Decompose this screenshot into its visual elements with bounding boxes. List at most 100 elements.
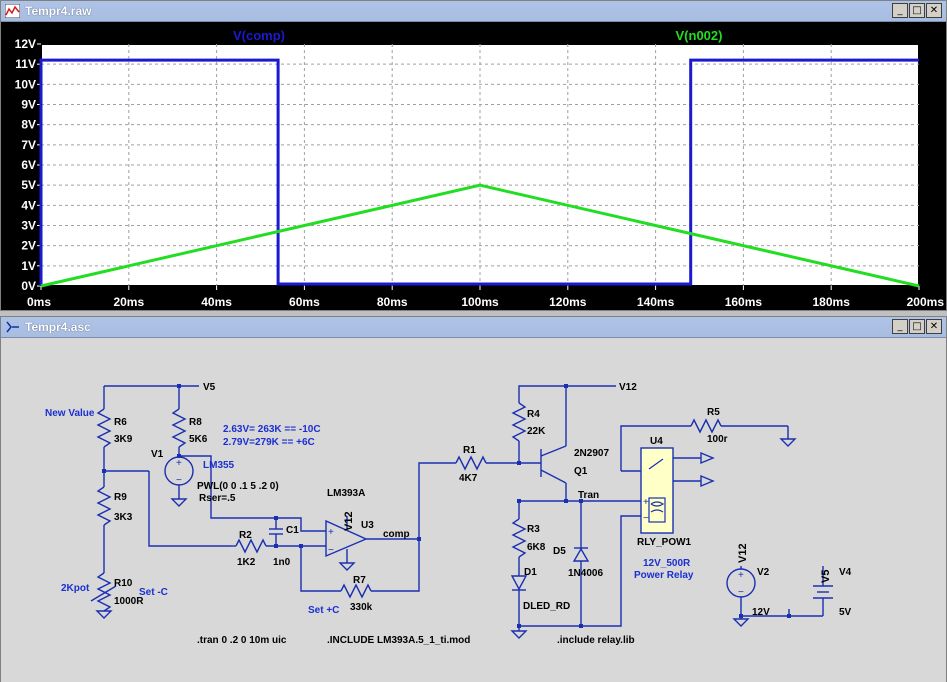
schematic-window-title: Tempr4.asc (25, 320, 91, 334)
net-label-v12-u3[interactable]: V12 (343, 511, 355, 531)
close-button[interactable]: ✕ (926, 3, 942, 18)
label-c1[interactable]: C1 (286, 525, 299, 536)
comment-relay-spec[interactable]: 12V_500R (643, 558, 691, 569)
label-r3[interactable]: R3 (527, 524, 540, 535)
comment-new-value[interactable]: New Value (45, 408, 95, 419)
maximize-button[interactable]: □ (909, 319, 925, 334)
traces (39, 58, 920, 288)
label-r1-value[interactable]: 4K7 (459, 473, 478, 484)
relay-minus-icon: − (643, 513, 649, 524)
waveform-titlebar[interactable]: Tempr4.raw _ □ ✕ (1, 1, 946, 22)
comment-power-relay[interactable]: Power Relay (634, 570, 694, 581)
label-r5[interactable]: R5 (707, 407, 720, 418)
y-tick-label: 11V (15, 57, 36, 71)
label-r4[interactable]: R4 (527, 409, 540, 420)
comment-set-plus-c[interactable]: Set +C (308, 605, 339, 616)
waveform-window-title: Tempr4.raw (25, 4, 92, 18)
maximize-button[interactable]: □ (909, 3, 925, 18)
net-label-tran[interactable]: Tran (578, 490, 599, 501)
v2-minus-icon: − (738, 587, 744, 598)
label-r7[interactable]: R7 (353, 575, 366, 586)
opamp-minus-icon: − (328, 545, 334, 556)
v2-plus-icon: + (738, 570, 744, 581)
label-v2-value[interactable]: 12V (752, 607, 770, 618)
net-label-comp[interactable]: comp (383, 529, 410, 540)
directive-include-relay[interactable]: .include relay.lib (557, 635, 635, 646)
label-v1[interactable]: V1 (151, 449, 164, 460)
opamp-plus-icon: + (328, 527, 334, 538)
label-v4-value[interactable]: 5V (839, 607, 852, 618)
label-r2[interactable]: R2 (239, 530, 252, 541)
waveform-app-icon (5, 4, 20, 18)
plot-grid (41, 44, 919, 286)
label-r9-value[interactable]: 3K3 (114, 512, 133, 523)
net-label-v12[interactable]: V12 (619, 382, 637, 393)
label-r3-value[interactable]: 6K8 (527, 542, 546, 553)
net-label-v5[interactable]: V5 (203, 382, 216, 393)
label-v4[interactable]: V4 (839, 567, 852, 578)
series-line-v-comp[interactable] (39, 58, 919, 286)
x-tick-label: 180ms (813, 295, 851, 309)
schematic-titlebar[interactable]: Tempr4.asc _ □ ✕ (1, 317, 946, 338)
schematic-wires (90, 385, 833, 631)
x-tick-label: 140ms (637, 295, 675, 309)
relay-component[interactable] (640, 447, 674, 534)
net-label-v2-v12[interactable]: V12 (737, 543, 749, 563)
comment-2kpot[interactable]: 2Kpot (61, 583, 90, 594)
comment-lm355[interactable]: LM355 (203, 460, 235, 471)
minimize-button[interactable]: _ (892, 3, 908, 18)
label-rser[interactable]: Rser=.5 (199, 493, 236, 504)
label-r8[interactable]: R8 (189, 417, 202, 428)
label-r9[interactable]: R9 (114, 492, 127, 503)
label-lm393a[interactable]: LM393A (327, 488, 365, 499)
y-tick-label: 3V (21, 219, 36, 233)
label-d5[interactable]: D5 (553, 546, 566, 557)
label-q1-model[interactable]: 2N2907 (574, 448, 609, 459)
relay-plus-icon: + (643, 497, 649, 508)
waveform-plot[interactable]: V(comp) V(n002) 12V11V10V9V8V7V6V5V4V3V2… (1, 22, 946, 310)
x-tick-label: 200ms (907, 295, 945, 309)
label-r1[interactable]: R1 (463, 445, 476, 456)
label-u3[interactable]: U3 (361, 520, 374, 531)
schematic-app-icon (6, 321, 19, 333)
series-line-v-n002[interactable] (40, 183, 920, 288)
label-r2-value[interactable]: 1K2 (237, 557, 256, 568)
label-r8-value[interactable]: 5K6 (189, 434, 208, 445)
label-d1[interactable]: D1 (524, 567, 537, 578)
x-tick-label: 120ms (549, 295, 587, 309)
y-tick-label: 5V (21, 178, 36, 192)
schematic-canvas[interactable]: + − + − + − + − V5 V12 R6 3K9 R8 5K6 V1 … (1, 338, 946, 682)
label-pwl[interactable]: PWL(0 0 .1 5 .2 0) (197, 481, 279, 492)
label-r4-value[interactable]: 22K (527, 426, 546, 437)
label-r7-value[interactable]: 330k (350, 602, 373, 613)
label-r6-value[interactable]: 3K9 (114, 434, 133, 445)
label-relay[interactable]: RLY_POW1 (637, 537, 692, 548)
label-c1-value[interactable]: 1n0 (273, 557, 291, 568)
directive-include-lm393a[interactable]: .INCLUDE LM393A.5_1_ti.mod (327, 635, 470, 646)
label-r10[interactable]: R10 (114, 578, 133, 589)
comment-set-minus-c[interactable]: Set -C (139, 587, 168, 598)
schematic-background (1, 338, 946, 682)
label-u4[interactable]: U4 (650, 436, 663, 447)
label-d5-model[interactable]: 1N4006 (568, 568, 603, 579)
label-r6[interactable]: R6 (114, 417, 127, 428)
label-d1-model[interactable]: DLED_RD (523, 601, 570, 612)
trace-label-n002[interactable]: V(n002) (676, 28, 723, 43)
label-q1[interactable]: Q1 (574, 466, 588, 477)
net-label-v4-v5[interactable]: V5 (820, 570, 832, 583)
schematic-window: Tempr4.asc _ □ ✕ (0, 316, 947, 682)
directive-tran[interactable]: .tran 0 .2 0 10m uic (197, 635, 287, 646)
y-tick-label: 9V (21, 98, 36, 112)
comment-263v[interactable]: 2.63V= 263K == -10C (223, 424, 321, 435)
y-tick-label: 4V (21, 198, 36, 212)
label-r10-value[interactable]: 1000R (114, 596, 144, 607)
trace-label-comp[interactable]: V(comp) (233, 28, 285, 43)
label-v2[interactable]: V2 (757, 567, 770, 578)
minimize-button[interactable]: _ (892, 319, 908, 334)
close-button[interactable]: ✕ (926, 319, 942, 334)
label-r5-value[interactable]: 100r (707, 434, 728, 445)
comment-279v[interactable]: 2.79V=279K == +6C (223, 437, 315, 448)
x-tick-label: 0ms (27, 295, 51, 309)
